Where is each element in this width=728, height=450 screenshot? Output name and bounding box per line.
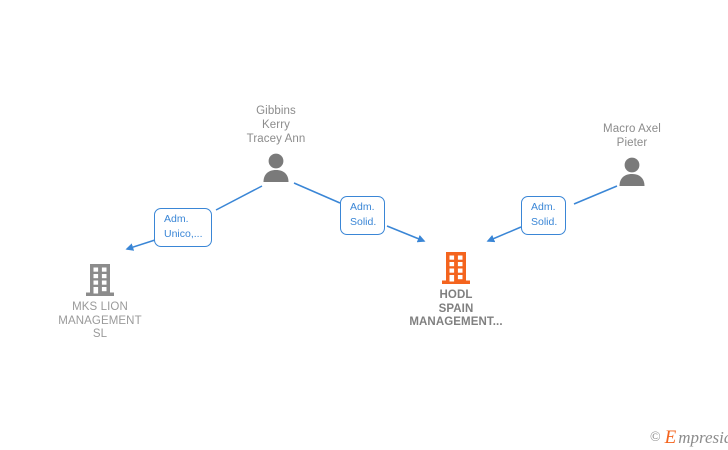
- company-node-hodl-spain[interactable]: HODL SPAIN MANAGEMENT...: [386, 252, 526, 330]
- edge-gibbins-mks: [125, 185, 263, 251]
- person-node-macro[interactable]: Macro Axel Pieter: [562, 122, 702, 186]
- brand-name: mpresia: [678, 428, 728, 447]
- building-icon: [442, 252, 470, 284]
- company-name-hodl-spain: HODL SPAIN MANAGEMENT...: [409, 289, 503, 328]
- edge-label-adm-unico[interactable]: Adm. Unico,...: [154, 208, 212, 247]
- person-icon: [619, 157, 645, 186]
- edge-label-adm-solid-macro[interactable]: Adm. Solid.: [521, 196, 567, 235]
- company-name-mks-lion: MKS LION MANAGEMENT SL: [58, 301, 142, 340]
- edge-gibbins-hodl: [293, 182, 426, 243]
- person-name-gibbins: Gibbins Kerry Tracey Ann: [246, 105, 306, 145]
- copyright-icon: ©: [650, 429, 661, 445]
- person-icon: [263, 153, 289, 182]
- company-node-mks-lion[interactable]: MKS LION MANAGEMENT SL: [35, 264, 165, 342]
- brand-initial: E: [664, 427, 677, 448]
- person-name-macro: Macro Axel Pieter: [603, 123, 661, 149]
- empresia-watermark: © E mpresia: [650, 428, 728, 447]
- edge-macro-hodl: [486, 185, 618, 243]
- edge-label-adm-solid-gibbins[interactable]: Adm. Solid.: [340, 196, 386, 235]
- building-icon: [86, 264, 114, 296]
- person-node-gibbins[interactable]: Gibbins Kerry Tracey Ann: [206, 104, 346, 182]
